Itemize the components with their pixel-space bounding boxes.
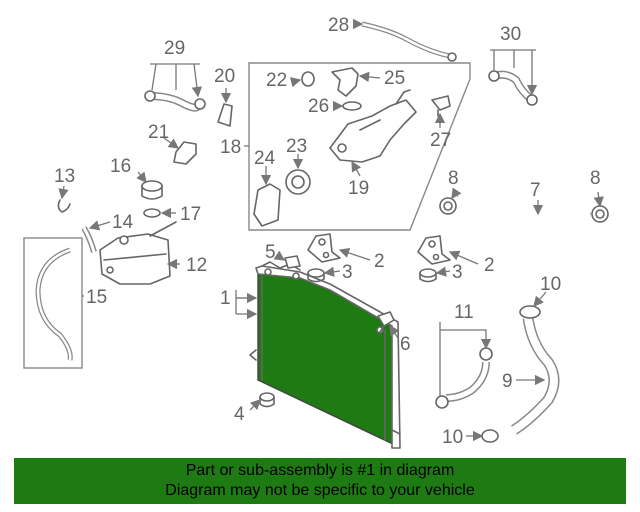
- clip-part-13[interactable]: [57, 199, 71, 213]
- clamp-part-10-bottom[interactable]: [481, 429, 499, 443]
- lower-bushing-part-4[interactable]: [259, 392, 275, 408]
- callout-3-left: 3: [342, 262, 353, 283]
- callout-2-right: 2: [484, 255, 495, 276]
- callout-5: 5: [265, 242, 276, 263]
- callout-12: 12: [186, 255, 207, 276]
- callout-11: 11: [454, 302, 474, 323]
- bracket-part-2-right[interactable]: [417, 235, 451, 265]
- callout-labels: 1 2 3 2 3 4 5 6 7 8 8 9 10 10 11 12 13 1…: [54, 15, 601, 448]
- o-ring-part-17[interactable]: [143, 208, 161, 218]
- callout-10-top: 10: [540, 274, 561, 295]
- bushing-part-3-left[interactable]: [307, 268, 325, 283]
- callout-30: 30: [500, 24, 521, 45]
- clamp-part-8-left[interactable]: [439, 197, 457, 215]
- callout-20: 20: [214, 66, 235, 87]
- fitting-part-25[interactable]: [331, 67, 359, 97]
- callout-6: 6: [400, 334, 411, 355]
- bypass-hose-part-28[interactable]: [361, 21, 457, 62]
- callout-10-bottom: 10: [442, 427, 463, 448]
- callout-8-right: 8: [590, 168, 601, 189]
- callout-29: 29: [164, 38, 185, 59]
- callout-1: 1: [220, 288, 231, 309]
- plug-part-5[interactable]: [284, 255, 301, 269]
- clamp-part-21[interactable]: [173, 141, 197, 165]
- bracket-part-20[interactable]: [217, 103, 233, 127]
- gasket-part-24[interactable]: [253, 183, 281, 227]
- callout-19: 19: [348, 178, 369, 199]
- callout-25: 25: [384, 68, 405, 89]
- callout-16: 16: [110, 156, 131, 177]
- banner-line-2: Diagram may not be specific to your vehi…: [165, 482, 475, 499]
- thermostat-part-23[interactable]: [285, 169, 311, 195]
- parts-diagram: 1 2 3 2 3 4 5 6 7 8 8 9 10 10 11 12 13 1…: [23, 15, 609, 449]
- hose-part-30[interactable]: [488, 70, 538, 106]
- callout-14: 14: [112, 212, 134, 233]
- callout-9: 9: [502, 371, 513, 392]
- callout-15: 15: [86, 287, 107, 308]
- upper-hose-part-7[interactable]: [456, 189, 592, 223]
- bushing-part-3-right[interactable]: [419, 268, 437, 283]
- callout-22: 22: [266, 70, 287, 91]
- clamp-part-8-right[interactable]: [591, 205, 609, 223]
- drain-plug-part-6[interactable]: [377, 311, 395, 333]
- callout-3-right: 3: [452, 262, 463, 283]
- callout-24: 24: [254, 148, 276, 169]
- callout-8-left: 8: [448, 168, 459, 189]
- callout-28: 28: [328, 15, 349, 36]
- callout-27: 27: [430, 130, 451, 151]
- bracket-part-2-left[interactable]: [307, 233, 341, 263]
- hose-part-29[interactable]: [144, 90, 206, 112]
- callout-23: 23: [286, 136, 307, 157]
- banner-line-1: Part or sub-assembly is #1 in diagram: [185, 462, 455, 479]
- disclaimer-banner: Part or sub-assembly is #1 in diagram Di…: [14, 458, 626, 504]
- radiator-part-1[interactable]: [249, 261, 401, 449]
- hose-part-14[interactable]: [81, 226, 97, 253]
- callout-4: 4: [234, 404, 245, 425]
- coolant-reservoir-part-12[interactable]: [99, 221, 177, 285]
- callout-2-left: 2: [374, 251, 385, 272]
- callout-26: 26: [308, 96, 329, 117]
- callout-21: 21: [148, 122, 169, 143]
- callout-18: 18: [220, 137, 241, 158]
- clamp-part-10-top[interactable]: [519, 305, 541, 319]
- lower-hose-part-9[interactable]: [511, 317, 560, 435]
- leader-lines: [58, 18, 604, 442]
- callout-7: 7: [530, 180, 541, 201]
- reservoir-cap-part-16[interactable]: [141, 180, 163, 200]
- o-ring-part-22[interactable]: [301, 71, 315, 87]
- small-hose-part-11[interactable]: [435, 347, 493, 409]
- callout-17: 17: [180, 204, 201, 225]
- callout-13: 13: [54, 166, 75, 187]
- overflow-hose-part-15[interactable]: [35, 247, 73, 361]
